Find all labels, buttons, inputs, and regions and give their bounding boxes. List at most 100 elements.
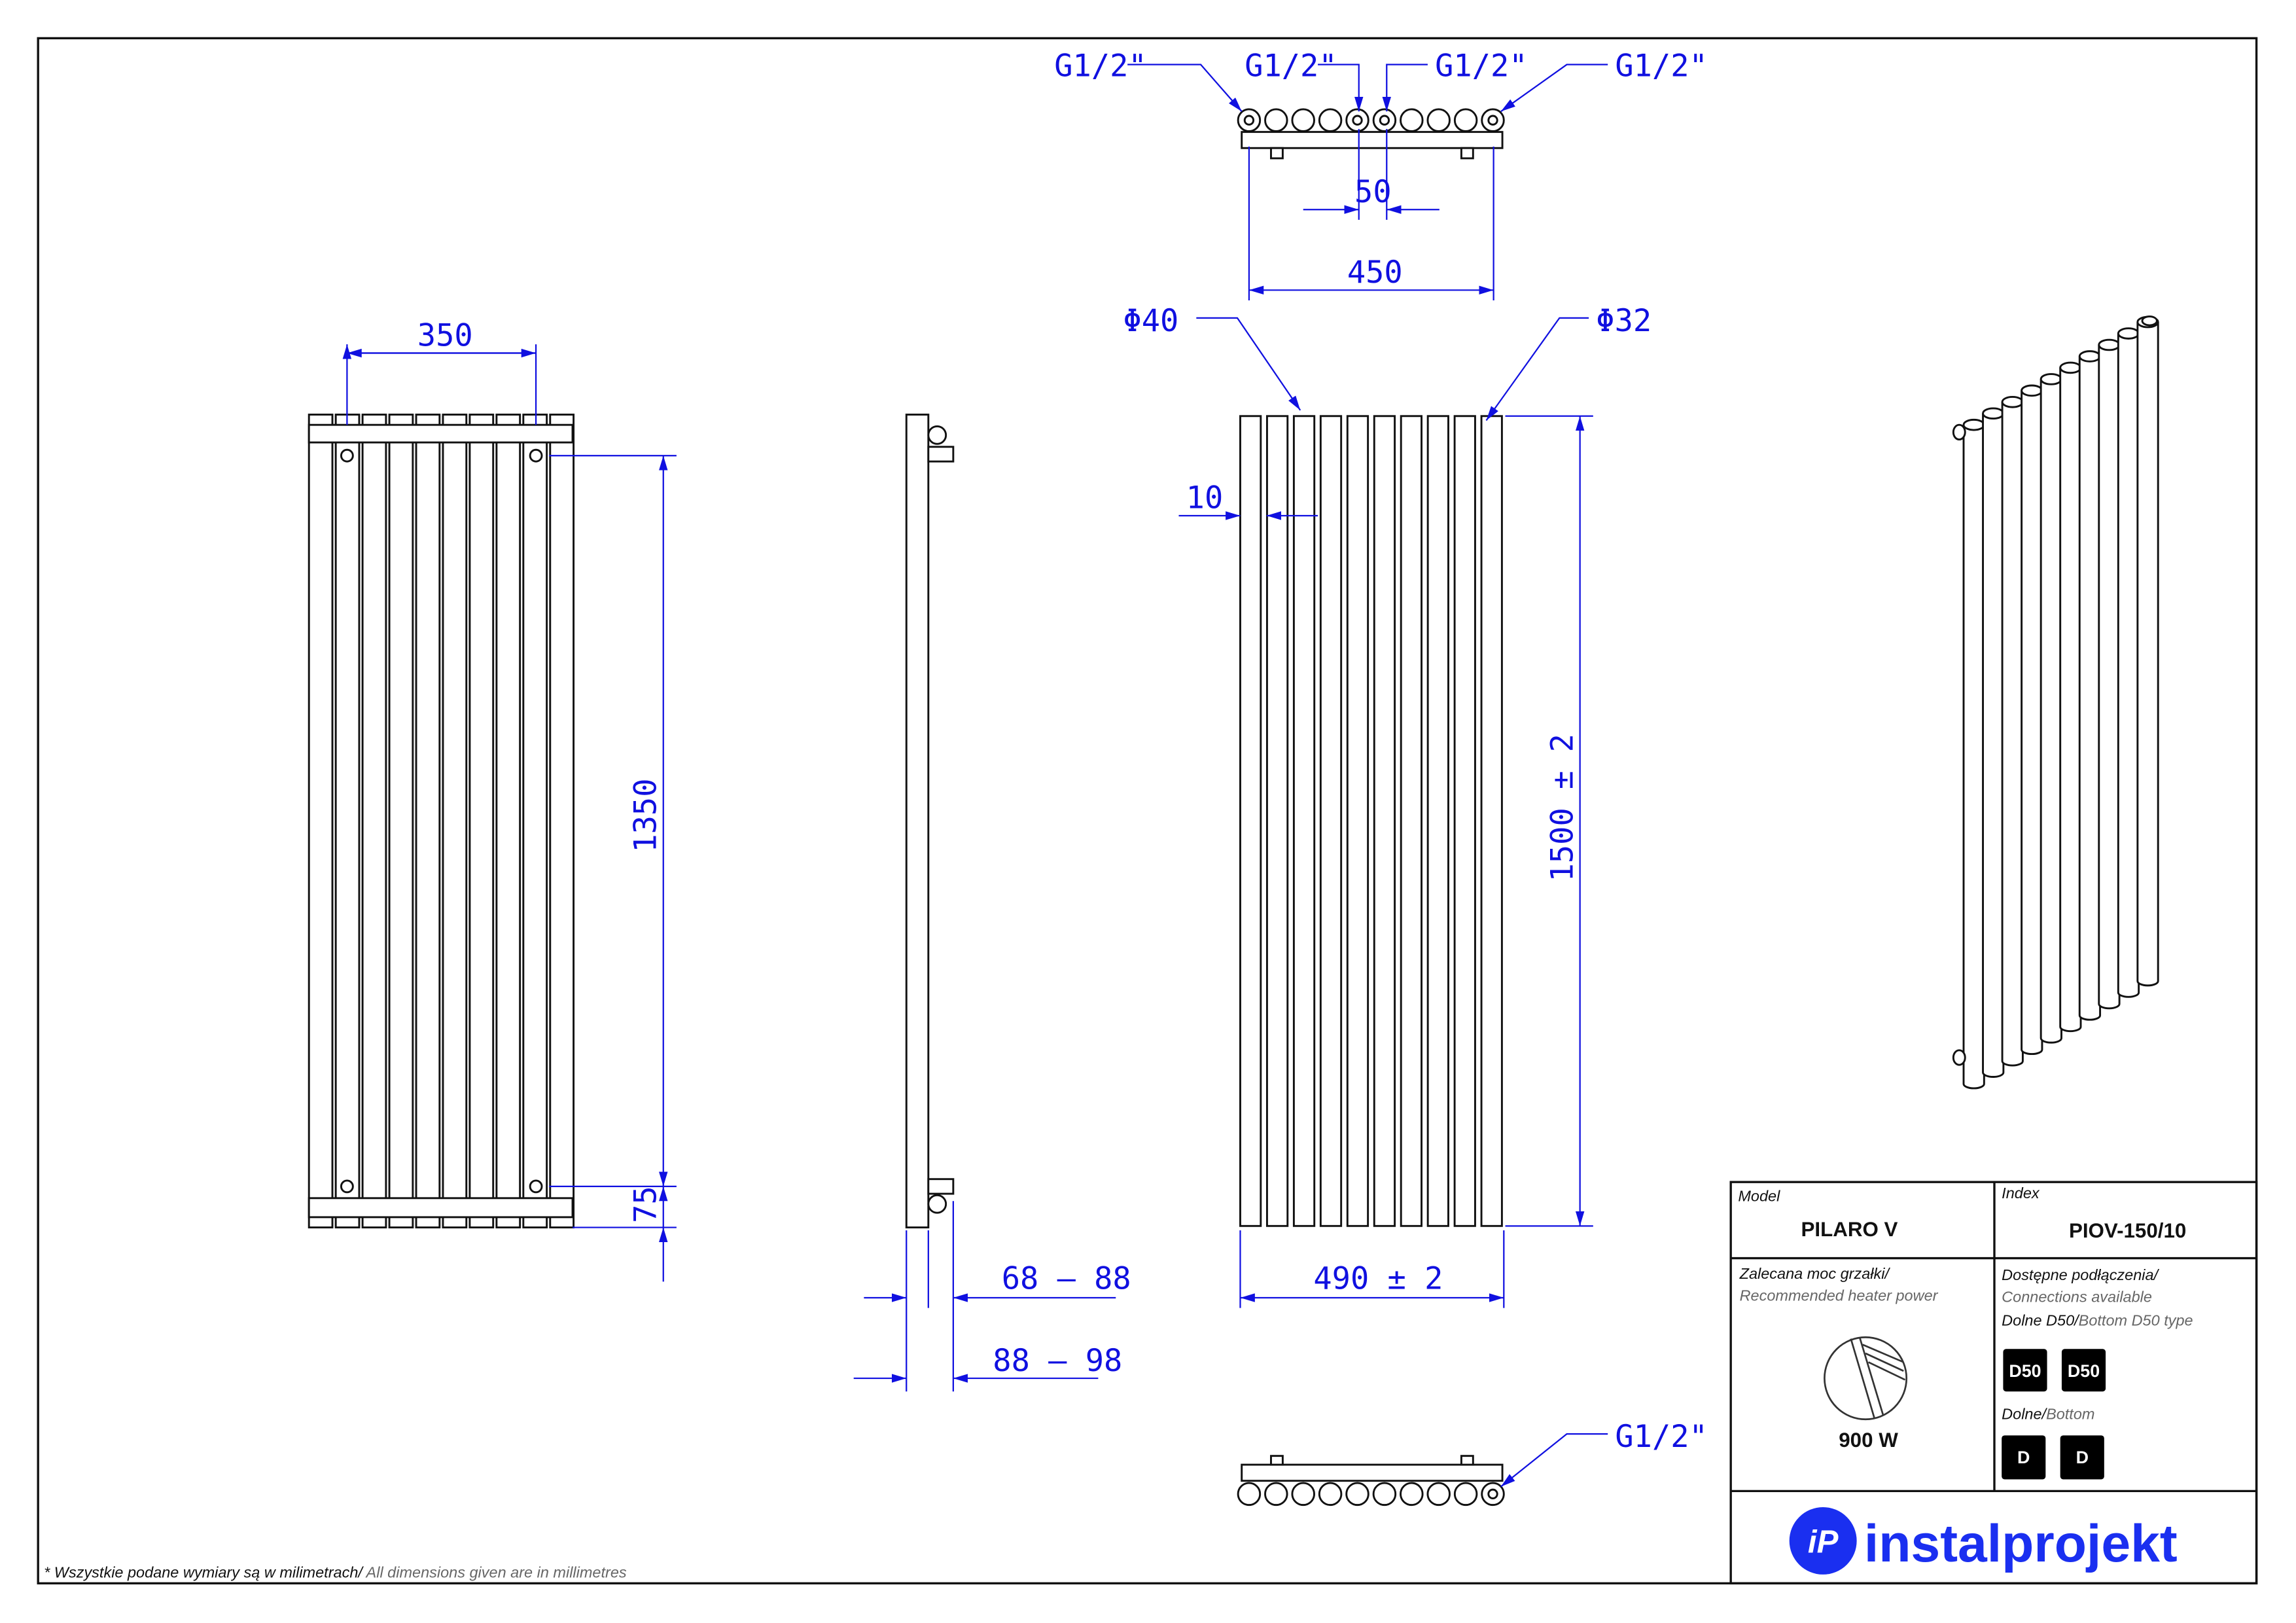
d50-label: Dolne D50/Bottom D50 type [2002,1311,2193,1329]
tube [415,414,441,1229]
dim-conn-4: G1/2" [1615,48,1707,84]
connection-port [2141,315,2158,327]
footer-note: * Wszystkie podane wymiary są w milimetr… [44,1563,627,1580]
tube-section [1453,108,1478,132]
tube [468,414,495,1229]
dim-conn-bottom: G1/2" [1615,1419,1707,1455]
dim-depth-68-88: 68 – 88 [1002,1261,1131,1297]
dim-conn-3: G1/2" [1435,48,1527,84]
tube [1239,415,1262,1227]
bottom-mounting-bar [308,1197,574,1219]
mounting-hole [340,448,354,463]
tube [1265,415,1289,1227]
dim-width-450: 450 [1347,255,1403,291]
svg-text:iP: iP [1808,1524,1839,1560]
connection-port [1379,115,1390,126]
sheet-border [37,37,2258,1585]
tube-section [1400,1482,1424,1507]
tube [2021,390,2043,1056]
connection-port [1952,423,1966,441]
tube [2059,367,2082,1033]
tube [442,414,468,1229]
tube [1400,415,1422,1227]
d50-badge: D50 [2061,1349,2106,1392]
tube-section [1426,1482,1451,1507]
index-value: PIOV-150/10 [2069,1219,2186,1242]
tube-section [1237,1482,1262,1507]
isometric-view [1952,315,2159,1090]
connection-port [1952,1049,1966,1066]
tube-top [2117,327,2140,340]
connection-port [1352,115,1363,126]
mounting-hole [529,1179,543,1194]
tube [1982,413,2005,1078]
front-view-mount [308,414,575,1229]
svg-text:D50: D50 [2009,1361,2041,1381]
dimension-lines [347,63,1608,1488]
tube [1962,425,1985,1090]
tube-section [1426,108,1451,132]
tube [1346,415,1369,1227]
tube-top [2021,384,2043,397]
d-badge: D [2060,1435,2104,1480]
svg-text:D: D [2076,1448,2089,1467]
dim-width-490: 490 ± 2 [1313,1261,1443,1297]
connection-port [1487,115,1498,126]
tube [2136,322,2159,987]
dim-dia-40: Φ40 [1123,303,1178,339]
bottom-view [1237,1455,1505,1507]
tube-top [1982,407,2005,420]
heater-label-en: Recommended heater power [1740,1287,1939,1304]
tube [1453,415,1476,1227]
tube [2040,379,2062,1044]
heater-icon [1824,1336,1908,1421]
dim-spacing-50: 50 [1354,174,1392,210]
dim-gap-10: 10 [1186,480,1224,516]
tube-top [2040,373,2062,385]
mounting-hole [340,1179,354,1194]
dim-conn-2: G1/2" [1245,48,1337,84]
tube-section [1318,108,1343,132]
front-view [1239,415,1503,1227]
tube-top [1962,418,1985,431]
tube [334,414,361,1229]
heater-label-pl: Zalecana moc grzałki/ [1739,1265,1891,1282]
d50-badge: D50 [2003,1349,2047,1392]
tube [549,414,575,1229]
tube [1292,415,1316,1227]
tube [2001,402,2024,1067]
dim-height-1350: 1350 [628,779,664,853]
tube-section [1291,108,1315,132]
tube-section [1264,108,1288,132]
dim-height-1500: 1500 ± 2 [1544,734,1580,882]
tube [2117,333,2140,998]
tube [1426,415,1449,1227]
tube-section [1291,1482,1315,1507]
tube-section [1372,1482,1397,1507]
top-mounting-bar [308,423,574,444]
bottom-label: Dolne/Bottom [2002,1406,2094,1423]
tube [308,414,334,1229]
tube [361,414,387,1229]
tube-section [1453,1482,1478,1507]
tube [1373,415,1396,1227]
connections-label-en: Connections available [2002,1289,2152,1306]
tube-section [1264,1482,1288,1507]
svg-text:D: D [2017,1448,2030,1467]
tube [1319,415,1343,1227]
tube-section [1400,108,1424,132]
tube-top [2078,350,2102,363]
tube-top [2001,396,2024,408]
model-label: Model [1738,1187,1780,1204]
tube [2098,345,2121,1010]
svg-text:instalprojekt: instalprojekt [1864,1514,2178,1573]
side-view [905,414,955,1229]
tube [495,414,521,1229]
tube-top [2098,338,2121,351]
svg-text:D50: D50 [2068,1361,2100,1381]
connections-label-pl: Dostępne podłączenia/ [2002,1266,2159,1283]
connection-port [1487,1488,1498,1500]
mounting-hole [529,448,543,463]
dim-width-350: 350 [417,317,473,353]
